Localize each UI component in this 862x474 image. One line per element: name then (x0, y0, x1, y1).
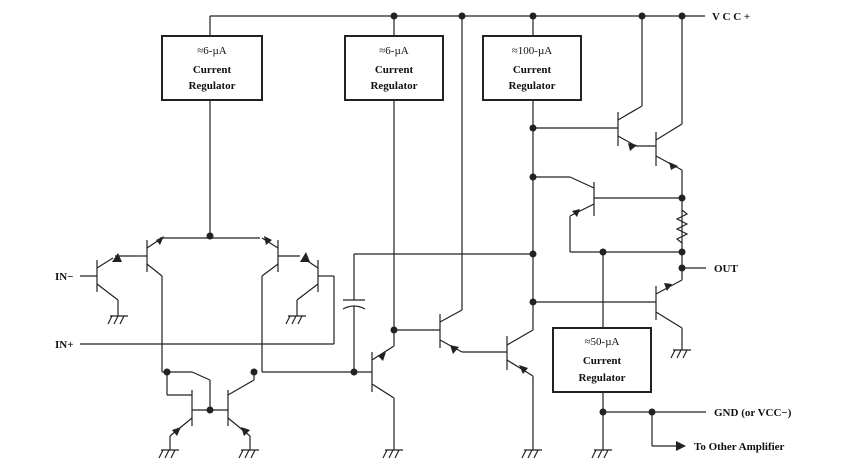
regulator-box-1: ≈6-µA Current Regulator (161, 35, 263, 101)
ground-icon (521, 449, 542, 459)
regulator-4-line2: Regulator (578, 372, 625, 384)
ground-icon (285, 315, 306, 325)
in-plus-label: IN+ (55, 339, 74, 351)
regulator-4-line1: Current (583, 355, 622, 367)
regulator-3-current: ≈100-µA (512, 45, 553, 57)
to-other-amplifier-label: To Other Amplifier (694, 441, 785, 453)
compensation-capacitor (342, 253, 533, 372)
regulator-1-current: ≈6-µA (197, 45, 227, 57)
regulator-box-3: ≈100-µA Current Regulator (482, 35, 582, 101)
regulator-box-2: ≈6-µA Current Regulator (344, 35, 444, 101)
vcc-plus-label: V C C + (712, 11, 750, 23)
ground-icon (591, 449, 612, 459)
regulator-box-4: ≈50-µA Current Regulator (552, 327, 652, 393)
regulator-2-current: ≈6-µA (379, 45, 409, 57)
regulator-3-line2: Regulator (508, 80, 555, 92)
regulator-3-line1: Current (513, 64, 552, 76)
ground-icon (158, 449, 179, 459)
current-mirror (162, 368, 358, 450)
regulator-2-line1: Current (375, 64, 414, 76)
ground-icon (670, 349, 691, 359)
out-label: OUT (714, 263, 739, 275)
regulator-2-line2: Regulator (370, 80, 417, 92)
regulator-4-current: ≈50-µA (585, 336, 620, 348)
input-stage (80, 100, 335, 372)
regulator-1-line2: Regulator (188, 80, 235, 92)
ground-icon (107, 315, 128, 325)
ground-icon (238, 449, 259, 459)
gnd-label: GND (or VCC−) (714, 407, 792, 419)
gain-stage (354, 16, 534, 450)
vcc-rail (209, 12, 705, 36)
output-stage (529, 16, 706, 451)
regulator-1-line1: Current (193, 64, 232, 76)
in-minus-label: IN− (55, 271, 74, 283)
ground-icon (382, 449, 403, 459)
